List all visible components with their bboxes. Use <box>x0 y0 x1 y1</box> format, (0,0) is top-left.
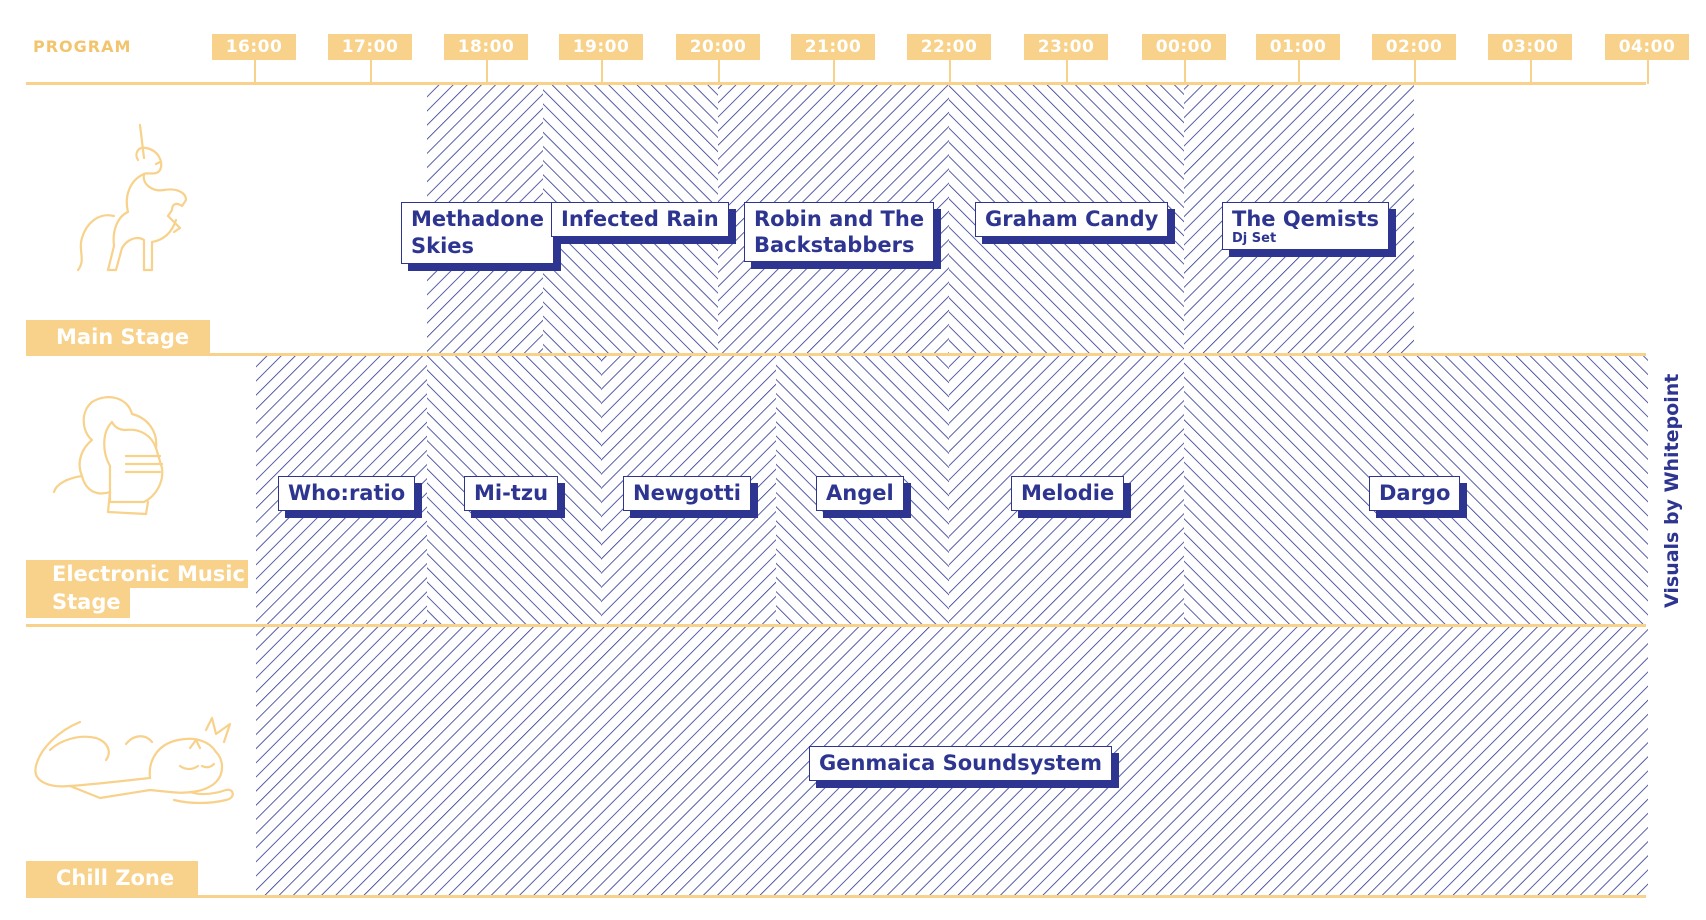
stage-label-electronic-line2: Stage <box>26 588 130 618</box>
act-dargo: Dargo <box>1369 476 1461 511</box>
act-mi-tzu: Mi-tzu <box>464 476 559 511</box>
time-tick <box>833 60 835 84</box>
credit-text: Visuals by Whitepoint <box>1661 374 1683 608</box>
act-melodie: Melodie <box>1011 476 1125 511</box>
stage-divider-line <box>26 624 1646 627</box>
act-name-line: Skies <box>411 234 475 258</box>
time-tick <box>1530 60 1532 84</box>
time-label: 20:00 <box>676 34 760 60</box>
act-the-qemists: The Qemists Dj Set <box>1222 202 1390 250</box>
time-label: 04:00 <box>1605 34 1689 60</box>
stage-divider-line <box>26 353 1646 356</box>
time-label: 19:00 <box>559 34 643 60</box>
time-tick <box>1298 60 1300 84</box>
act-who-ratio: Who:ratio <box>278 476 416 511</box>
act-name-line: Backstabbers <box>754 233 915 257</box>
stage-label-chill: Chill Zone <box>26 861 198 895</box>
act-subtitle: Dj Set <box>1232 231 1277 246</box>
time-tick <box>718 60 720 84</box>
stage-label-electronic-line1: Electronic Music <box>26 560 248 588</box>
time-tick <box>1647 60 1649 84</box>
time-label: 18:00 <box>444 34 528 60</box>
act-genmaica-soundsystem: Genmaica Soundsystem <box>809 746 1112 781</box>
act-name-line: Robin and The <box>754 207 925 231</box>
act-robin-and-the-backstabbers: Robin and The Backstabbers <box>744 202 935 262</box>
time-tick <box>601 60 603 84</box>
stage-label-main: Main Stage <box>26 320 210 354</box>
time-tick <box>1414 60 1416 84</box>
time-label: 03:00 <box>1488 34 1572 60</box>
act-name: The Qemists <box>1232 207 1380 231</box>
stage-divider-line <box>26 895 1646 898</box>
timeline-axis-line <box>26 82 1646 85</box>
time-tick <box>1066 60 1068 84</box>
time-tick <box>254 60 256 84</box>
time-label: 22:00 <box>907 34 991 60</box>
credit-visuals-by: Visuals by Whitepoint <box>1661 374 1683 608</box>
time-tick <box>1184 60 1186 84</box>
act-newgotti: Newgotti <box>623 476 751 511</box>
time-tick <box>486 60 488 84</box>
act-methadone-skies: Methadone Skies <box>401 202 554 264</box>
act-graham-candy: Graham Candy <box>975 202 1169 237</box>
time-label: 23:00 <box>1024 34 1108 60</box>
time-tick <box>949 60 951 84</box>
sleeping-dragon-icon <box>34 716 234 805</box>
time-label: 02:00 <box>1372 34 1456 60</box>
act-angel: Angel <box>816 476 904 511</box>
time-label: 16:00 <box>212 34 296 60</box>
time-label: 17:00 <box>328 34 412 60</box>
program-label: PROGRAM <box>33 37 132 56</box>
time-label: 01:00 <box>1256 34 1340 60</box>
knight-helmet-icon <box>52 396 164 516</box>
unicorn-icon <box>76 123 188 272</box>
time-tick <box>370 60 372 84</box>
act-name-line: Methadone <box>411 207 544 231</box>
act-infected-rain: Infected Rain <box>551 202 729 237</box>
time-label: 21:00 <box>791 34 875 60</box>
time-label: 00:00 <box>1142 34 1226 60</box>
